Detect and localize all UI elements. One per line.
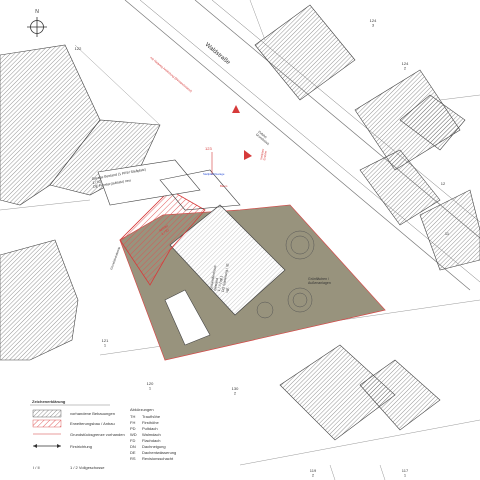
abbr-text: Revisionsschacht (142, 456, 174, 461)
building-124-3 (254, 4, 356, 101)
parcel-122: 122 (75, 46, 82, 51)
building-12 (359, 149, 441, 226)
zufahrt-label: ZufahrtGrundstück (255, 130, 273, 147)
legend-swatch-existing (32, 409, 62, 418)
abbr-text: Traufhöhe (142, 414, 161, 419)
abbr-code: TH (130, 414, 135, 419)
abbr-code: DE (130, 450, 136, 455)
legend-item-1: vorhandene Bebauungen (70, 411, 115, 416)
legend-swatch-extension (32, 419, 62, 428)
abbr-text: Pultdach (142, 426, 158, 431)
stellplatz-label: Stellplatz/Garage (203, 172, 225, 176)
street-name: Waldstraße (204, 42, 232, 67)
north-label: N (35, 9, 39, 15)
terrace (164, 289, 211, 346)
grundstuecksbreite-label: Grundstücksbreite (109, 246, 121, 271)
abbr-text: Walmdach (142, 432, 161, 437)
street-note: mit Radweg Anbindung (Bestandsstand) (149, 56, 193, 93)
north-arrow-icon: N (27, 9, 47, 37)
main-building-label: EinfamilienhausBestand1 / II (vgl.)DG Sa… (209, 261, 234, 293)
entry-arrow-icon (232, 105, 240, 113)
abbr-text: Dachentwässerung (142, 450, 176, 455)
red-number: 123 (205, 146, 212, 151)
abbr-code: RS (130, 456, 136, 461)
legend-item-3: Grundstücksgrenze vorhanden (70, 432, 125, 437)
parcel-11: 11 (445, 231, 450, 236)
abbr-code: PD (130, 426, 136, 431)
legend-title: Zeichenerklärung (32, 399, 66, 404)
stellplatz-einfahrt-label: StellplatzEinfahrt (259, 148, 268, 161)
abbr-text: Flachdach (142, 438, 160, 443)
building-122-right (49, 119, 161, 196)
abbr-title: Abkürzungen (130, 407, 154, 412)
legend-item-5: 1 / 2 Vollgeschosse (70, 465, 105, 470)
garage-forecourt (159, 169, 241, 211)
abbr-code: FD (130, 438, 135, 443)
garage (97, 159, 201, 206)
neighbour-buildings (0, 4, 480, 441)
building-124-2-b (399, 94, 466, 151)
abbr-text: Dachneigung (142, 444, 166, 449)
building-121 (0, 239, 79, 361)
green-area-label: Grünflächen /Außenanlagen (308, 277, 331, 285)
tree-icons (256, 230, 315, 319)
building-11 (419, 189, 480, 271)
abbr-code: WD (130, 432, 137, 437)
anbau-label: Anbau1 / IG (158, 224, 171, 236)
main-building-hatch (170, 205, 285, 315)
abbr-text: Firsthöhe (142, 420, 159, 425)
abbr-code: FH (130, 420, 135, 425)
red-markers: 123 (205, 105, 252, 175)
building-130-2-b (359, 359, 441, 431)
parcel-12: 12 (441, 181, 446, 186)
legend-item-2: Erweiterungsbau / Anbau (70, 421, 115, 426)
legend-symbol-5: I / II (33, 465, 40, 470)
baum-label: Baum (220, 184, 228, 188)
anbau-extension (119, 189, 206, 286)
legend-item-4: Firstrichtung (70, 444, 92, 449)
legend: Zeichenerklärung vorhandene Bebauungen E… (30, 399, 176, 470)
access-arrow-icon (244, 150, 252, 160)
abbr-code: DN (130, 444, 136, 449)
